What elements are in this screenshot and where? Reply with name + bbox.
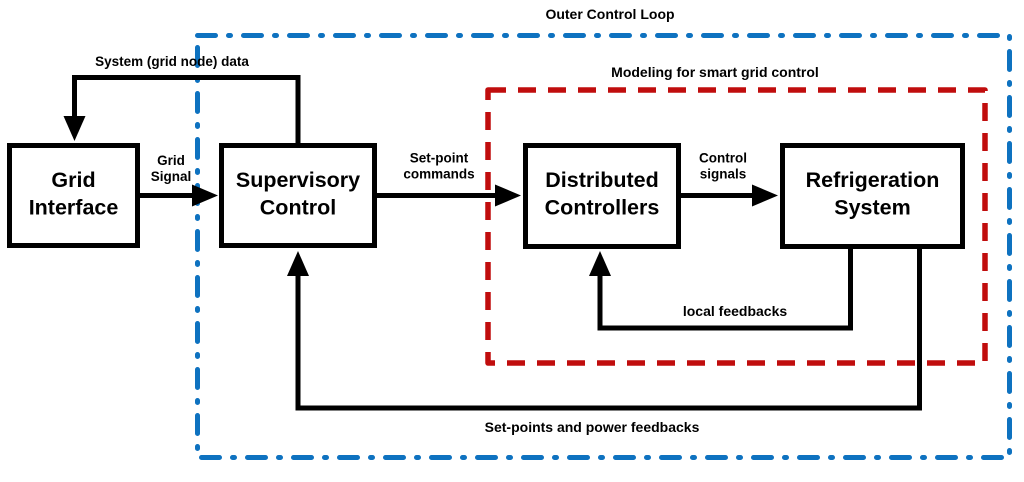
local-feedbacks-label: local feedbacks <box>683 303 787 319</box>
grid-signal-label-line2: Signal <box>151 169 192 184</box>
setpoint-commands-label-line2: commands <box>403 167 474 182</box>
supervisory-control-label-line2: Control <box>260 196 336 220</box>
control-signals-arrowhead-icon <box>752 184 778 207</box>
local-feedbacks-arrowhead-icon <box>589 251 611 276</box>
refrigeration-system-label-line2: System <box>834 196 911 220</box>
setpoint-commands-arrowhead-icon <box>495 184 521 207</box>
outer-control-loop-label: Outer Control Loop <box>545 6 674 22</box>
setpoints-power-feedbacks-arrowhead-icon <box>287 251 309 276</box>
distributed-controllers-label-line2: Controllers <box>545 196 660 220</box>
block-distributed-controllers <box>523 143 681 249</box>
modeling-boundary-border <box>485 87 988 366</box>
supervisory-control-label-line1: Supervisory <box>236 168 360 192</box>
grid-signal-label-line1: Grid <box>157 153 185 168</box>
system-data-label: System (grid node) data <box>95 54 249 69</box>
distributed-controllers-label-line1: Distributed <box>545 168 658 192</box>
setpoint-commands-label-line1: Set-point <box>410 151 469 166</box>
setpoints-power-feedbacks-label: Set-points and power feedbacks <box>485 419 700 435</box>
refrigeration-system-label-line1: Refrigeration <box>806 168 940 192</box>
grid-signal-arrowhead-icon <box>192 184 218 207</box>
setpoints-power-feedbacks-connector <box>295 248 922 411</box>
modeling-boundary-label: Modeling for smart grid control <box>611 64 819 80</box>
system-data-connector <box>72 75 301 145</box>
grid-interface-label-line1: Grid <box>51 168 95 192</box>
outer-control-loop-border <box>195 33 1012 460</box>
block-refrigeration-system <box>780 143 965 249</box>
system-data-arrowhead-icon <box>63 116 86 141</box>
control-signals-label-line1: Control <box>699 151 747 166</box>
grid-interface-label-line2: Interface <box>29 196 119 220</box>
local-feedbacks-connector <box>597 248 853 331</box>
block-grid-interface <box>7 143 140 248</box>
control-signals-label-line2: signals <box>700 167 747 182</box>
block-supervisory-control <box>219 143 377 248</box>
